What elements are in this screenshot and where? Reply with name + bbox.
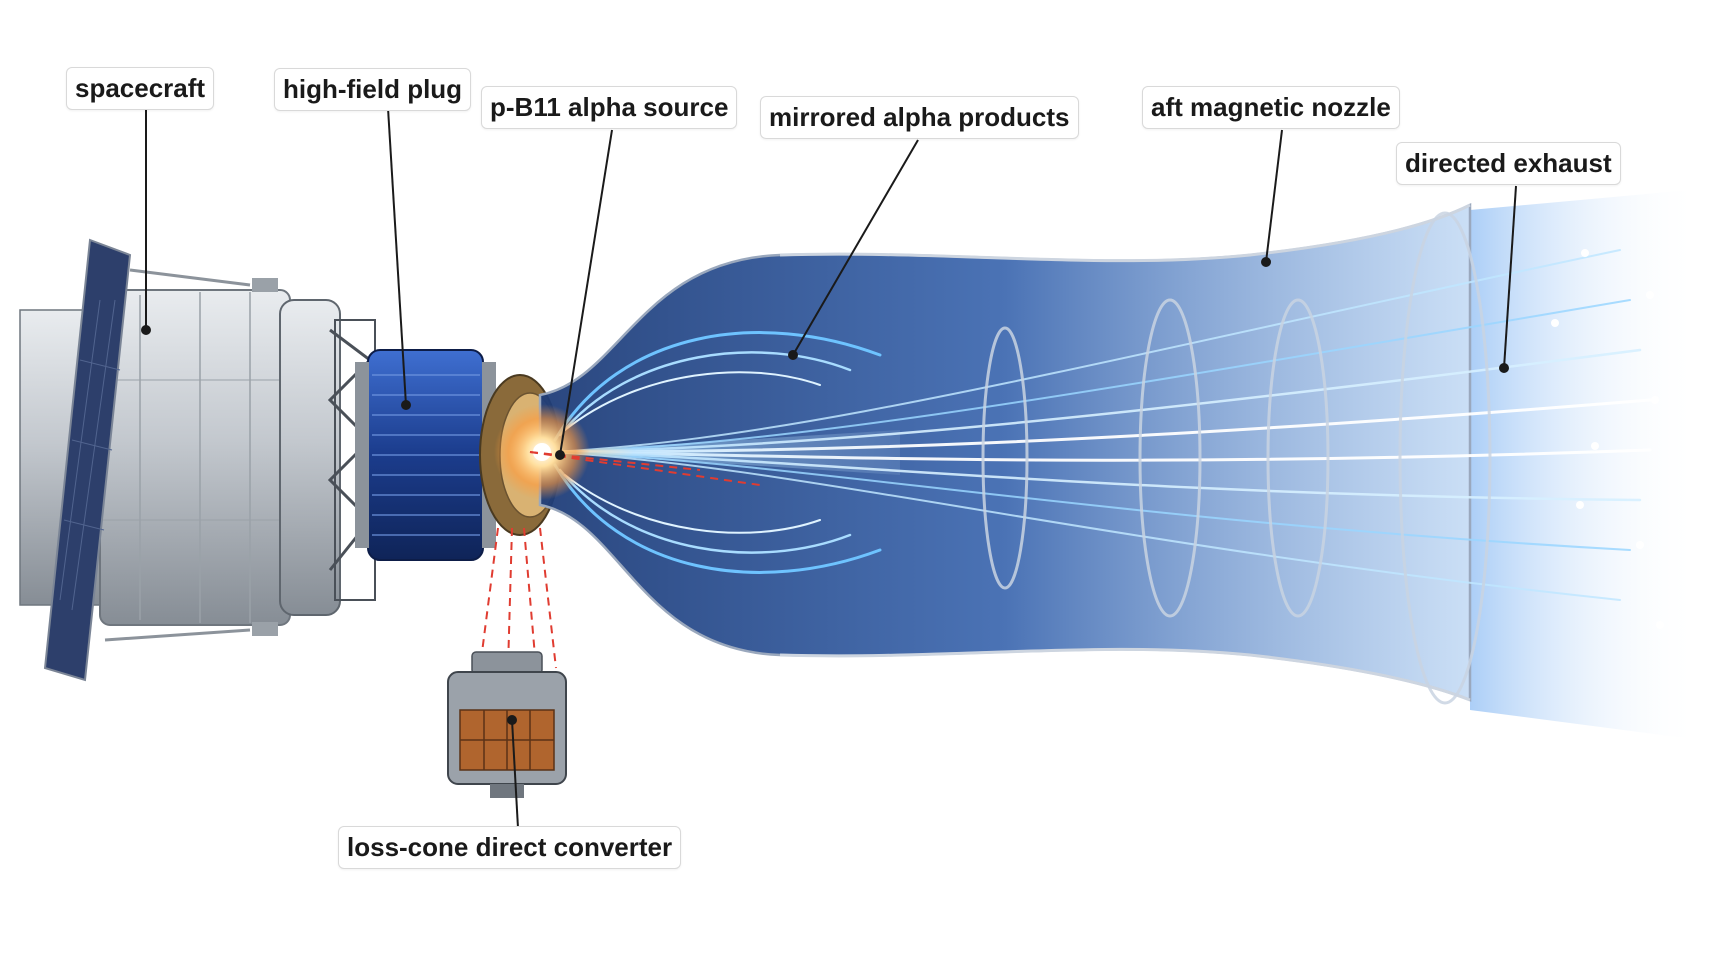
converter-module [447,651,567,798]
exhaust-plume [1470,190,1700,740]
magnetic-nozzle [538,202,1472,702]
p-b11-core [494,404,590,500]
label-aft-magnetic-nozzle: aft magnetic nozzle [1142,86,1400,129]
field-rings [981,211,1492,705]
exhaust-sparks [1551,249,1664,629]
leader-lines [141,104,1517,829]
label-mirrored-alpha: mirrored alpha products [760,96,1079,139]
label-spacecraft: spacecraft [66,67,215,110]
label-alpha-source: p-B11 alpha source [481,86,738,129]
label-loss-cone-converter: loss-cone direct converter [338,826,682,869]
solar-panel [43,238,251,682]
high-field-plug-coil [355,349,496,561]
label-directed-exhaust: directed exhaust [1396,142,1621,185]
label-high-field-plug: high-field plug [274,68,472,111]
